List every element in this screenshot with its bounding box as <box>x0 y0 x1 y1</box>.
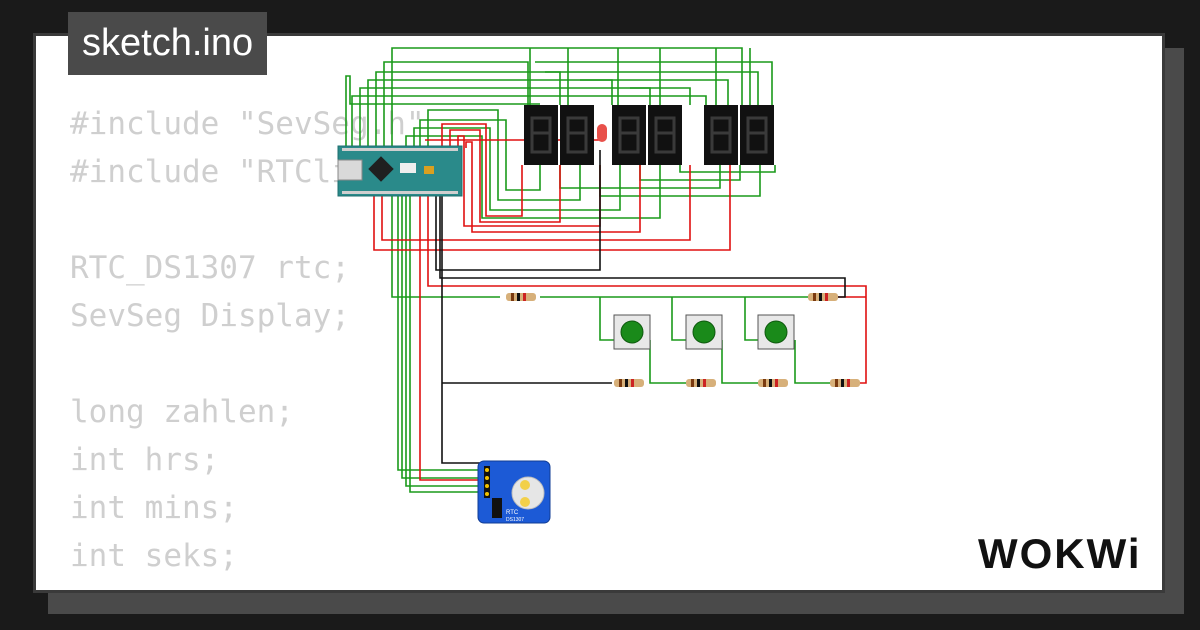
resistor <box>758 379 788 387</box>
resistor <box>686 379 716 387</box>
push-button <box>757 314 795 350</box>
resistor <box>506 293 536 301</box>
rtc-chip-label: DS1307 <box>506 517 524 523</box>
code-line: int hrs; <box>70 442 220 478</box>
code-line: RTC_DS1307 rtc; <box>70 250 350 286</box>
push-button <box>613 314 651 350</box>
arduino-nano <box>337 145 463 197</box>
resistors <box>506 293 860 387</box>
led <box>597 124 607 142</box>
code-line: SevSeg Display; <box>70 298 350 334</box>
resistor <box>808 293 838 301</box>
code-line: int seks; <box>70 538 238 574</box>
resistor <box>830 379 860 387</box>
file-name-tag: sketch.ino <box>68 12 268 75</box>
code-preview: #include "SevSeg.h"#include "RTClib.h"RT… <box>70 100 425 580</box>
wokwi-logo[interactable]: WOKWi <box>978 530 1142 577</box>
push-buttons <box>613 314 795 350</box>
code-line: long zahlen; <box>70 394 294 430</box>
code-line: #include "SevSeg.h" <box>70 106 425 142</box>
seven-segment-displays <box>524 105 774 165</box>
black-wires <box>435 150 846 464</box>
code-line: int mins; <box>70 490 238 526</box>
resistor <box>614 379 644 387</box>
rtc-label: RTC <box>506 510 519 516</box>
rtc-module: RTC DS1307 <box>477 460 551 524</box>
push-button <box>685 314 723 350</box>
